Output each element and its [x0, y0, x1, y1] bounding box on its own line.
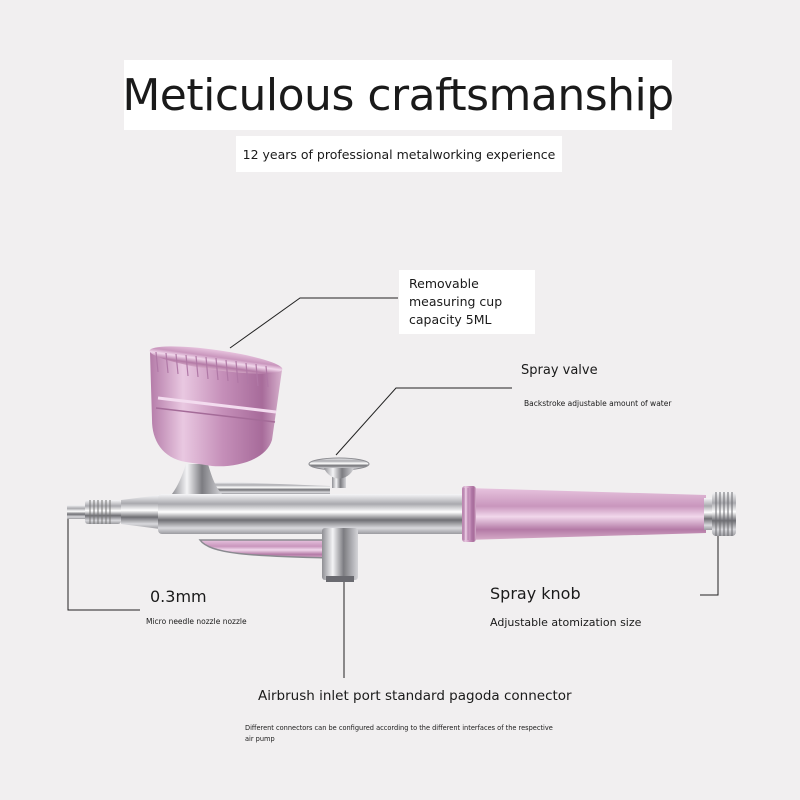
- cup-label-box: [399, 270, 535, 334]
- leader-lines: [67, 297, 719, 678]
- valve-leader-line: [335, 387, 512, 456]
- cup-leader-line: [229, 297, 398, 349]
- spray-valve-note: Backstroke adjustable amount of water: [524, 399, 672, 408]
- inlet-label: Airbrush inlet port standard pagoda conn…: [258, 688, 572, 704]
- nozzle-tip: [67, 495, 160, 529]
- nozzle-leader-line: [67, 512, 140, 611]
- spray-knob-label: Spray knob: [490, 584, 581, 603]
- pink-grip: [466, 488, 706, 540]
- title-box: Meticulous craftsmanship: [122, 60, 674, 130]
- nozzle-note: Micro needle nozzle nozzle: [146, 617, 247, 626]
- lower-lever: [198, 539, 333, 559]
- page-subtitle: 12 years of professional metalworking ex…: [242, 146, 556, 162]
- cup-label: Removable measuring cup capacity 5ML: [409, 276, 503, 327]
- spray-valve: [308, 457, 370, 488]
- knob-leader-line: [700, 535, 719, 596]
- measuring-cup: [149, 346, 283, 467]
- inlet-note: Different connectors can be configured a…: [245, 724, 553, 743]
- spray-valve-label: Spray valve: [521, 363, 598, 378]
- spray-knob: [704, 492, 736, 536]
- chrome-body: [158, 494, 472, 534]
- subtitle-box: 12 years of professional metalworking ex…: [236, 136, 562, 172]
- nozzle-size-label: 0.3mm: [150, 587, 207, 606]
- spray-knob-note: Adjustable atomization size: [490, 616, 642, 629]
- cup-neck: [172, 464, 222, 494]
- air-inlet-stem: [322, 528, 358, 580]
- page-title: Meticulous craftsmanship: [122, 69, 674, 121]
